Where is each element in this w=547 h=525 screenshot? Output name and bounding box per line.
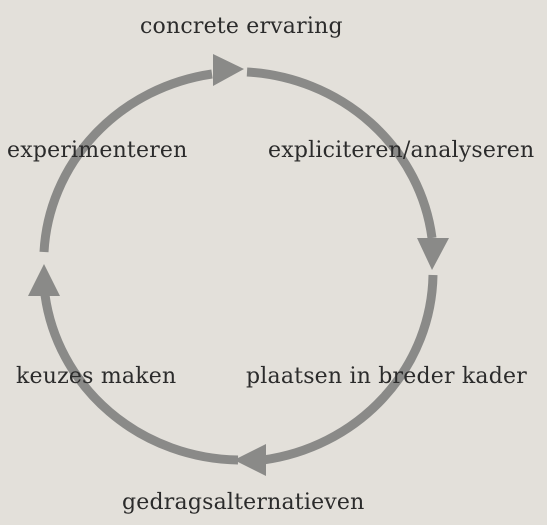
stage-label-expliciteren-analyseren: expliciteren/analyseren	[268, 138, 535, 163]
stage-label-experimenteren: experimenteren	[7, 138, 188, 163]
stage-label-plaatsen-in-breder-kader: plaatsen in breder kader	[246, 364, 527, 389]
arc-top-left	[39, 69, 213, 253]
arrowhead-bottom	[234, 444, 266, 476]
stage-label-keuzes-maken: keuzes maken	[16, 364, 177, 389]
arc-top-right	[246, 67, 437, 239]
arc-bottom-right	[262, 274, 438, 465]
arrowhead-right	[417, 238, 449, 270]
stage-label-concrete-ervaring: concrete ervaring	[140, 14, 343, 39]
arrowhead-top	[213, 54, 244, 86]
stage-label-gedragsalternatieven: gedragsalternatieven	[122, 490, 365, 515]
arc-bottom-left	[40, 294, 239, 465]
arrowhead-left	[28, 264, 60, 296]
